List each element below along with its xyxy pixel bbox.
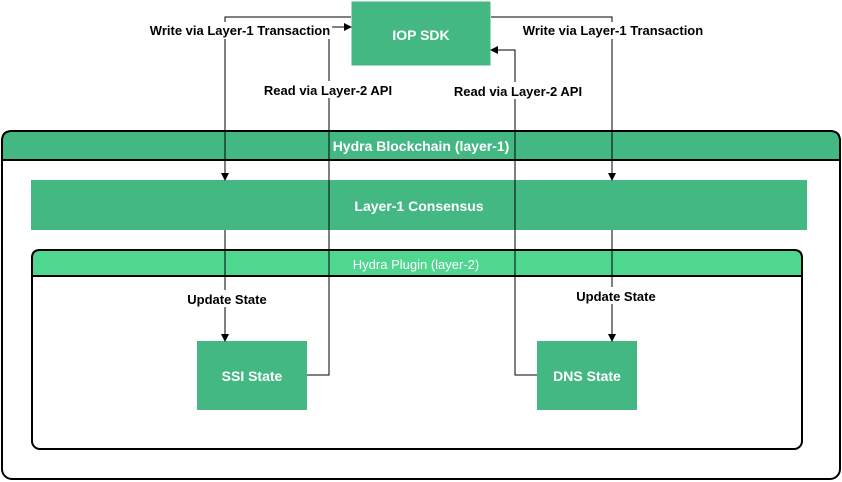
ssi-state-label: SSI State: [222, 368, 283, 384]
layer1-consensus-label: Layer-1 Consensus: [354, 198, 483, 214]
read-right-label-group: Read via Layer-2 API: [451, 82, 584, 99]
write-right-label: Write via Layer-1 Transaction: [523, 23, 703, 38]
dns-state-box: DNS State: [537, 341, 637, 410]
update-right-label: Update State: [576, 289, 655, 304]
hydra-plugin-title: Hydra Plugin (layer-2): [353, 257, 479, 272]
read-right-label: Read via Layer-2 API: [454, 84, 582, 99]
read-right-edge: [490, 46, 537, 376]
update-right-label-group: Update State: [573, 287, 659, 304]
read-left-edge: [307, 23, 352, 376]
read-left-label-group: Read via Layer-2 API: [261, 81, 394, 98]
ssi-state-box: SSI State: [197, 341, 307, 410]
write-left-edge: [221, 16, 351, 181]
write-right-label-group: Write via Layer-1 Transaction: [521, 22, 705, 39]
write-left-label: Write via Layer-1 Transaction: [150, 23, 330, 38]
update-left-label: Update State: [187, 292, 266, 307]
iop-sdk-box: IOP SDK: [350, 0, 492, 67]
read-left-label: Read via Layer-2 API: [264, 83, 392, 98]
hydra-blockchain-title: Hydra Blockchain (layer-1): [333, 138, 510, 154]
iop-sdk-label: IOP SDK: [392, 27, 449, 43]
write-left-label-group: Write via Layer-1 Transaction: [148, 22, 332, 39]
dns-state-label: DNS State: [553, 368, 621, 384]
write-right-edge: [491, 16, 616, 181]
hydra-plugin-container: Hydra Plugin (layer-2): [31, 249, 803, 450]
update-left-label-group: Update State: [184, 290, 270, 307]
layer1-consensus-box: Layer-1 Consensus: [31, 180, 807, 230]
